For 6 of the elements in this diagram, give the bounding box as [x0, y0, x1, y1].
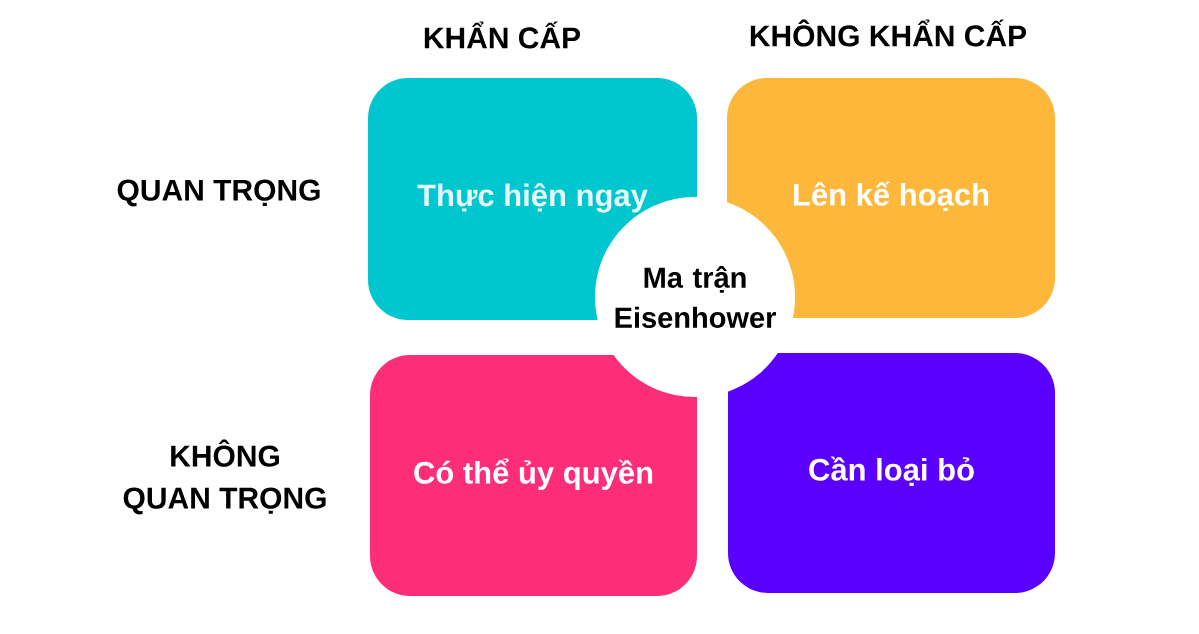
quadrant-box: Có thể ủy quyền	[370, 355, 697, 596]
quadrant-box: Cần loại bỏ	[728, 353, 1055, 593]
row-header: QUAN TRỌNG	[117, 179, 320, 207]
column-header: KHẨN CẤP	[424, 21, 581, 49]
row-header: KHÔNG QUAN TRỌNG	[123, 439, 326, 515]
column-header: KHÔNG KHẨN CẤP	[750, 19, 1027, 47]
